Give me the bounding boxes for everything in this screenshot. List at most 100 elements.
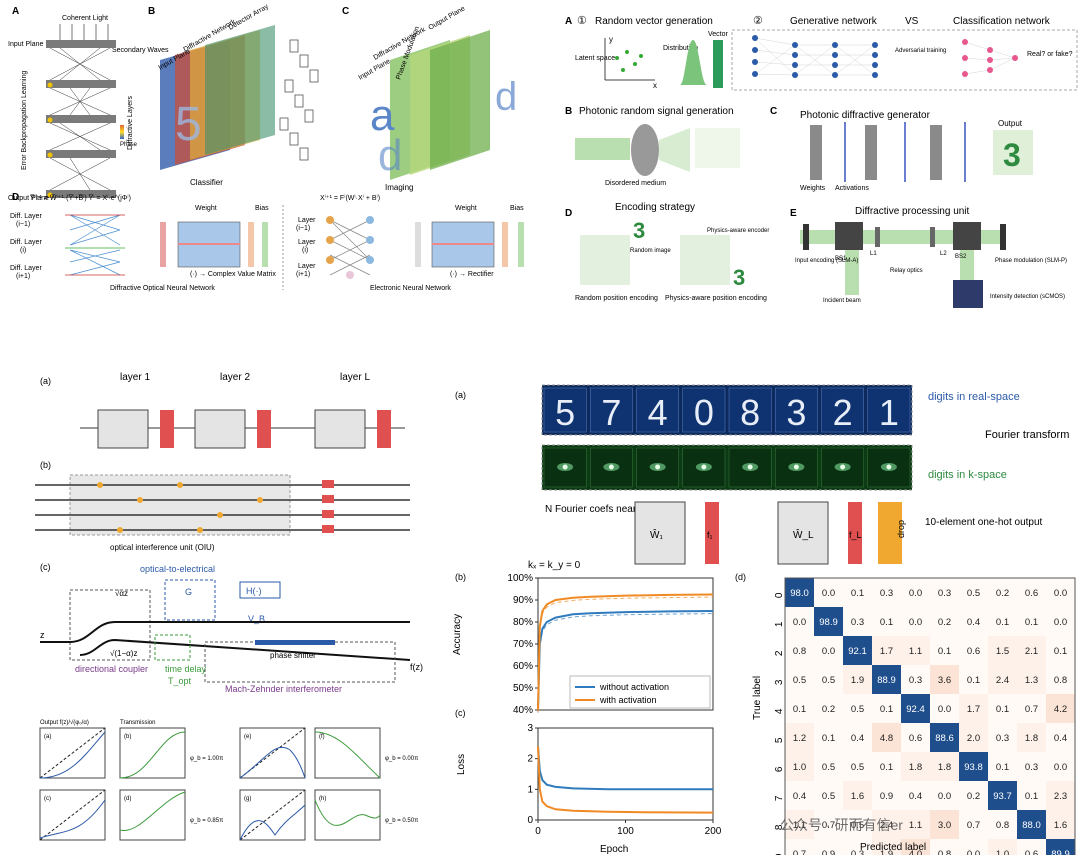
phi-085-label: φ_b = 0.85π — [190, 818, 223, 824]
matrix-value: 0.0 — [938, 704, 951, 715]
phase-modulation-slm-label: Phase modulation (SLM-P) — [995, 258, 1067, 264]
figure-top-left: A Coherent Light Input Plane Secondary W… — [0, 0, 540, 300]
matrix-value: 92.1 — [848, 646, 867, 657]
matrix-value: 93.8 — [964, 762, 983, 773]
matrix-value: 0.2 — [938, 617, 951, 628]
matrix-cell — [1046, 694, 1075, 723]
matrix-value: 0.5 — [851, 820, 864, 831]
wL-block — [777, 501, 829, 565]
physics-aware-position-encoding-label: Physics-aware position encoding — [665, 295, 767, 302]
matrix-cell — [930, 723, 959, 752]
bl-label-b: (b) — [40, 460, 51, 470]
figure-top-right: A ① Random vector generation ② Generativ… — [545, 0, 1080, 320]
true-label-axis: True label — [752, 676, 763, 720]
donn-figure: A Coherent Light Input Plane Secondary W… — [8, 3, 524, 292]
matrix-value: 1.5 — [996, 646, 1009, 657]
transmission-label: Transmission — [120, 720, 155, 726]
matrix-value: 0.5 — [967, 588, 980, 599]
row-label: 4 — [774, 708, 785, 714]
y-tick-label: 70% — [513, 639, 533, 650]
matrix-value: 0.8 — [938, 849, 951, 855]
series-line-test — [537, 613, 714, 713]
y-tick-label: 40% — [513, 705, 533, 716]
real-digit-cell — [821, 387, 864, 433]
enn-layer-3: Layer — [298, 263, 316, 270]
random-vector-title: Random vector generation — [595, 16, 713, 27]
oiu-phase-shifters — [97, 482, 263, 533]
matrix-cell — [901, 636, 930, 665]
classifier-label: Classifier — [190, 178, 223, 187]
matrix-cell — [814, 665, 843, 694]
digit-five-ghost: 5 — [175, 98, 202, 151]
row-label: 7 — [774, 795, 785, 801]
w1-label: Ŵ₁ — [650, 528, 663, 541]
photonic-generator-title: Photonic diffractive generator — [800, 110, 931, 121]
diffractive-layers-stack — [46, 40, 116, 198]
series-line — [537, 746, 713, 791]
diff-layer-3-index: (i+1) — [16, 273, 30, 280]
matrix-cell — [988, 781, 1017, 810]
matrix-cell — [843, 723, 872, 752]
matrix-cell — [1046, 636, 1075, 665]
matrix-value: 0.1 — [822, 733, 835, 744]
intensity-detection-label: Intensity detection (sCMOS) — [990, 294, 1065, 300]
directional-coupler-label: directional coupler — [75, 664, 148, 674]
k-space-center — [793, 464, 799, 470]
matrix-value: 0.9 — [822, 849, 835, 855]
matrix-value: 0.2 — [822, 704, 835, 715]
h-label: H(·) — [246, 586, 262, 596]
matrix-cell — [1017, 578, 1046, 607]
matrix-cell — [1046, 607, 1075, 636]
coupler-box — [69, 589, 151, 661]
digits-k-space-label: digits in k-space — [928, 469, 1007, 481]
donn-network-diagram — [65, 214, 125, 276]
matrix-cell — [785, 781, 814, 810]
enn-bias-label: Bias — [510, 205, 524, 212]
letter-d-ghost: d — [378, 131, 402, 180]
matrix-cell — [814, 752, 843, 781]
matrix-cell — [1017, 781, 1046, 810]
matrix-cell — [988, 636, 1017, 665]
accuracy-axis-label: Accuracy — [452, 614, 463, 655]
matrix-cell — [1046, 839, 1075, 855]
matrix-value: 1.7 — [967, 704, 980, 715]
encoding-strategy-title: Encoding strategy — [615, 202, 695, 213]
real-digit-cell — [590, 387, 633, 433]
row-label: 3 — [774, 679, 785, 685]
matrix-cell — [1046, 810, 1075, 839]
matrix-value: 0.5 — [793, 675, 806, 686]
accuracy-legend — [569, 675, 711, 709]
gan-figure: A ① Random vector generation ② Generativ… — [565, 15, 1078, 308]
oiu-label: optical interference unit (OIU) — [110, 543, 215, 552]
fL-block — [848, 502, 862, 564]
matrix-value: 0.1 — [880, 704, 893, 715]
matrix-cell — [930, 839, 959, 855]
matrix-cell — [1017, 665, 1046, 694]
k-space-center — [655, 464, 661, 470]
matrix-cell — [814, 607, 843, 636]
phase-colorbar — [120, 125, 124, 139]
coupler-waveguide-top — [40, 621, 410, 643]
legend-without-activation: without activation — [599, 682, 669, 692]
letter-a-ghost: a — [370, 91, 395, 140]
panel-label-b: B — [148, 6, 155, 17]
matrix-value: 0.8 — [996, 820, 1009, 831]
matrix-cell — [1017, 752, 1046, 781]
output-label: Output — [998, 119, 1023, 128]
relay-optics-label: Relay optics — [890, 268, 923, 274]
plot-e-label: (e) — [244, 734, 251, 740]
lens-l1 — [875, 227, 880, 247]
matrix-value: 0.0 — [938, 791, 951, 802]
h-box — [239, 581, 281, 599]
row-label: 0 — [774, 592, 785, 598]
series-line — [537, 746, 714, 814]
k-space-center — [701, 464, 707, 470]
real-or-fake-label: Real? or fake? — [1027, 51, 1073, 58]
matrix-cell — [1017, 839, 1046, 855]
matrix-value: 1.8 — [1025, 733, 1038, 744]
matrix-value: 98.0 — [790, 588, 809, 599]
matrix-cell — [843, 578, 872, 607]
l1-label: L1 — [870, 251, 877, 257]
